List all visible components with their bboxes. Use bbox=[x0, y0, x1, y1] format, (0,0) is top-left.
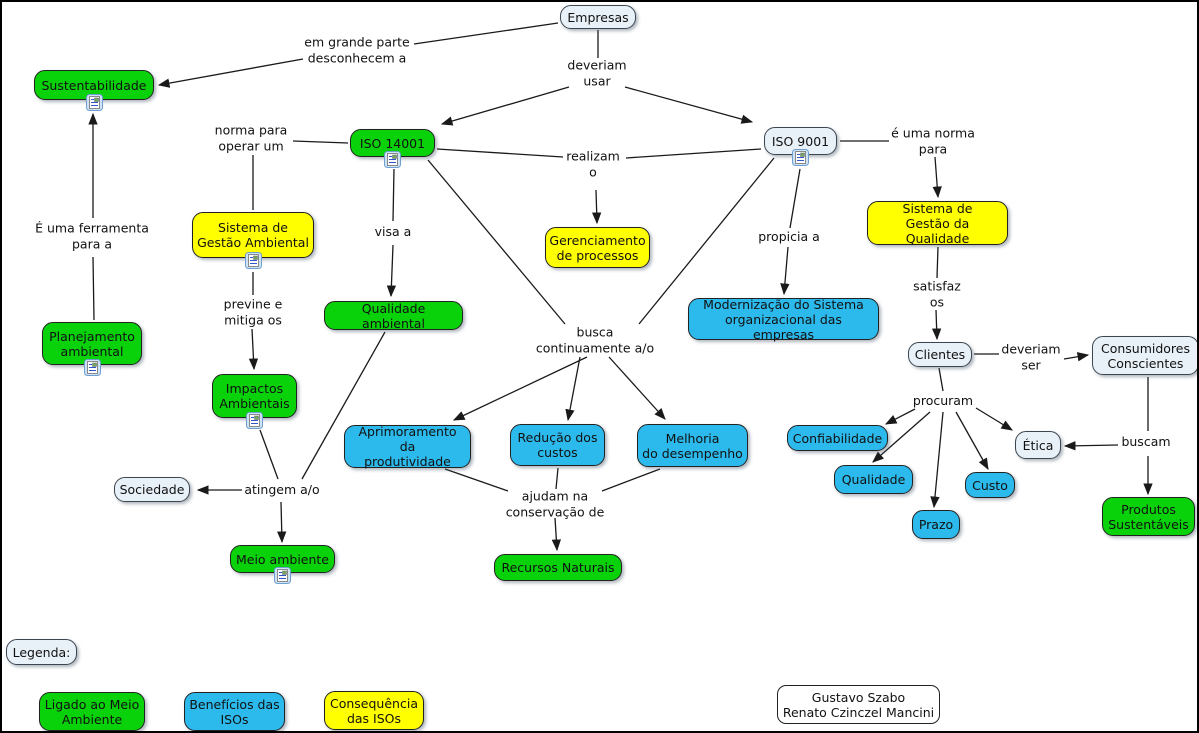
node-aprimoramento-produtividade[interactable]: Aprimoramento da produtividade bbox=[344, 424, 471, 469]
link-propicia[interactable]: propicia a bbox=[758, 229, 820, 245]
link-buscam[interactable]: buscam bbox=[1121, 434, 1171, 450]
node-sociedade[interactable]: Sociedade bbox=[114, 477, 190, 502]
node-melhoria-desempenho[interactable]: Melhoria do desempenho bbox=[637, 424, 748, 467]
resource-icon[interactable] bbox=[246, 412, 263, 429]
node-recursos-naturais[interactable]: Recursos Naturais bbox=[494, 554, 622, 581]
link-ajudam[interactable]: ajudam na conservação de bbox=[505, 488, 605, 519]
legend-item-yellow[interactable]: Consequência das ISOs bbox=[324, 691, 424, 730]
node-clientes[interactable]: Clientes bbox=[908, 342, 972, 367]
node-modernizacao-sistema[interactable]: Modernização do Sistema organizacional d… bbox=[688, 297, 879, 342]
legend-title[interactable]: Legenda: bbox=[6, 639, 77, 665]
node-prazo[interactable]: Prazo bbox=[912, 510, 960, 539]
node-confiabilidade[interactable]: Confiabilidade bbox=[787, 425, 888, 451]
node-impactos-ambientais[interactable]: Impactos Ambientais bbox=[212, 374, 297, 418]
link-e-uma-norma[interactable]: é uma norma para bbox=[891, 125, 975, 156]
link-realizam[interactable]: realizam o bbox=[566, 148, 620, 179]
link-deveriam-usar[interactable]: deveriam usar bbox=[567, 57, 627, 88]
link-atingem[interactable]: atingem a/o bbox=[244, 482, 320, 498]
resource-icon[interactable] bbox=[384, 151, 401, 168]
node-produtos-sustentaveis[interactable]: Produtos Sustentáveis bbox=[1102, 497, 1195, 536]
resource-icon[interactable] bbox=[245, 252, 262, 269]
link-satisfaz[interactable]: satisfaz os bbox=[913, 278, 961, 309]
node-sistema-gestao-qualidade[interactable]: Sistema de Gestão da Qualidade bbox=[867, 201, 1008, 246]
resource-icon[interactable] bbox=[274, 567, 291, 584]
legend-item-green[interactable]: Ligado ao Meio Ambiente bbox=[39, 692, 145, 731]
node-iso-9001[interactable]: ISO 9001 bbox=[764, 127, 837, 155]
resource-icon[interactable] bbox=[84, 359, 101, 376]
node-qualidade-ambiental[interactable]: Qualidade ambiental bbox=[324, 301, 463, 331]
link-ferramenta[interactable]: É uma ferramenta para a bbox=[35, 220, 149, 251]
node-qualidade[interactable]: Qualidade bbox=[834, 465, 913, 494]
node-consumidores-conscientes[interactable]: Consumidores Conscientes bbox=[1092, 336, 1197, 375]
node-sistema-gestao-ambiental[interactable]: Sistema de Gestão Ambiental bbox=[192, 212, 314, 258]
node-empresas[interactable]: Empresas bbox=[560, 5, 636, 29]
resource-icon[interactable] bbox=[792, 149, 809, 166]
link-deveriam-ser[interactable]: deveriam ser bbox=[1001, 341, 1061, 372]
node-custo[interactable]: Custo bbox=[965, 472, 1015, 498]
node-etica[interactable]: Ética bbox=[1015, 431, 1061, 459]
node-planejamento-ambiental[interactable]: Planejamento ambiental bbox=[42, 322, 142, 365]
link-previne[interactable]: previne e mitiga os bbox=[223, 296, 283, 327]
link-visa-a[interactable]: visa a bbox=[374, 224, 412, 240]
link-norma-para[interactable]: norma para operar um bbox=[214, 122, 288, 153]
link-desconhecem[interactable]: em grande parte desconhecem a bbox=[304, 34, 410, 65]
legend-item-blue[interactable]: Benefícios das ISOs bbox=[184, 692, 285, 731]
link-busca[interactable]: busca continuamente a/o bbox=[535, 324, 655, 355]
node-gerenciamento-processos[interactable]: Gerenciamento de processos bbox=[545, 227, 650, 268]
resource-icon[interactable] bbox=[86, 94, 103, 111]
link-procuram[interactable]: procuram bbox=[912, 393, 974, 409]
credits-box: Gustavo Szabo Renato Czinczel Mancini bbox=[777, 685, 940, 724]
node-reducao-custos[interactable]: Redução dos custos bbox=[510, 424, 605, 466]
